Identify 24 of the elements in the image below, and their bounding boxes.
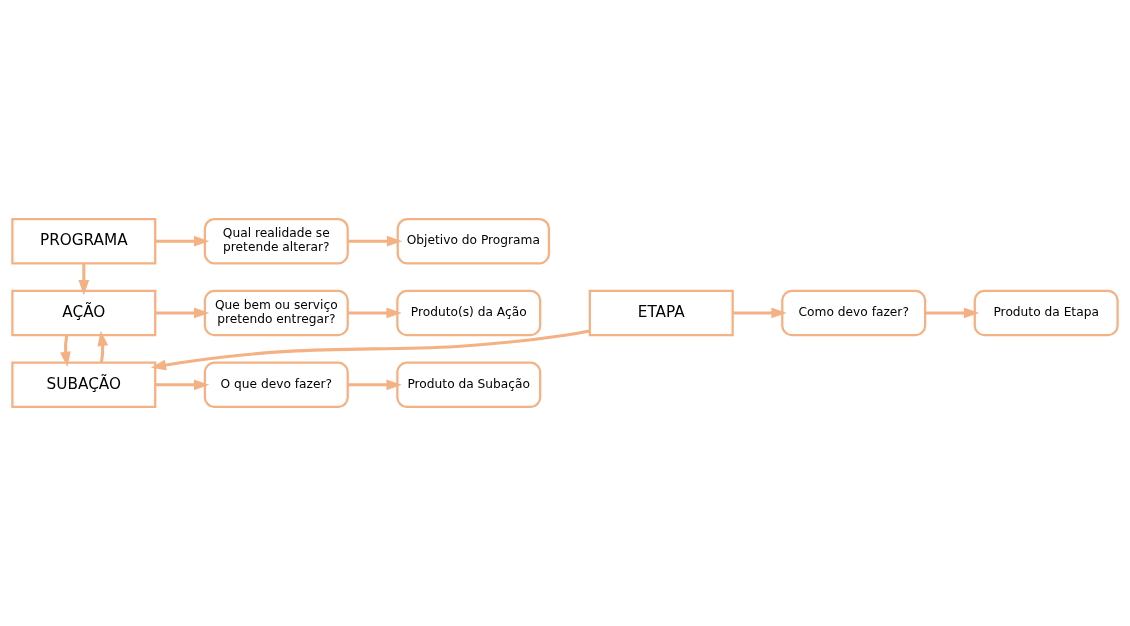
arrow [347,307,402,319]
node-box: Como devo fazer? [781,289,927,337]
node-box: SUBAÇÃO [11,361,157,409]
node-box: Produto da Subação [396,361,542,409]
arrow [347,235,403,247]
arrow [155,235,210,247]
arrow [78,263,90,296]
node-box: O que devo fazer? [203,361,349,409]
arrow [60,334,71,368]
arrow [150,329,590,371]
arrow [155,379,210,391]
node-box: Que bem ou serviço pretendo entregar? [203,289,349,337]
arrow [155,307,210,319]
arrow [347,379,402,391]
arrow [97,330,109,363]
arrow [925,307,980,319]
node-box: PROGRAMA [11,217,157,265]
node-box: Objetivo do Programa [396,217,551,265]
node-box: Produto(s) da Ação [396,289,542,337]
node-box: AÇÃO [11,289,157,337]
arrow [732,307,787,319]
node-box: Produto da Etapa [973,289,1119,337]
node-box: ETAPA [588,289,734,337]
node-box: Qual realidade se pretende alterar? [203,217,349,265]
